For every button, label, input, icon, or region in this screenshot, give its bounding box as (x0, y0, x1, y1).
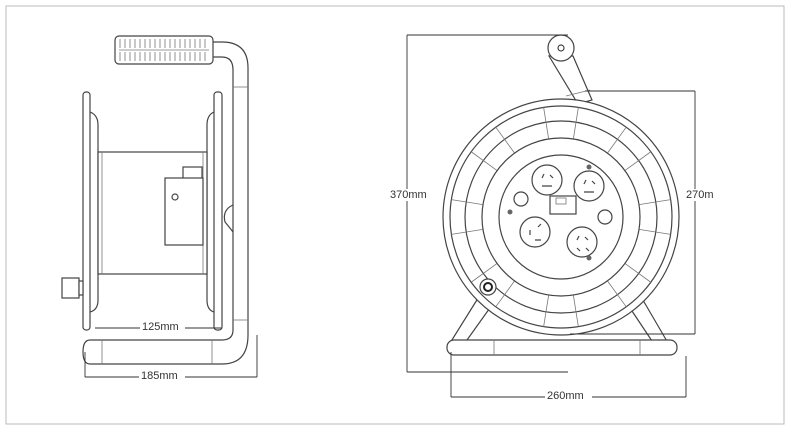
socket-box (164, 177, 204, 246)
cable-outlet-grommet (479, 278, 497, 296)
height-dimension-label: 370mm (388, 189, 429, 201)
handle-frame-tube (82, 41, 249, 365)
front-view (406, 34, 696, 398)
frame-border (5, 5, 785, 425)
reel-diameter-dimension-label: 270m (684, 189, 716, 201)
handle-arm (547, 55, 593, 105)
indicator-button (513, 191, 529, 207)
screw-icon (171, 193, 179, 201)
width-dimension-label: 185mm (139, 370, 180, 382)
socket-cover (182, 166, 203, 180)
left-flange (82, 91, 91, 331)
indicator-button (597, 209, 613, 225)
depth-dimension-label: 125mm (140, 321, 181, 333)
side-view (61, 35, 258, 378)
crank-knob (61, 277, 80, 299)
base-bar (446, 339, 678, 356)
socket-outlet (566, 226, 598, 258)
handle-knob (547, 34, 575, 62)
handle-grip (114, 35, 214, 65)
socket-outlet (573, 170, 605, 202)
base-width-dimension-label: 260mm (545, 390, 586, 402)
right-flange (213, 91, 223, 331)
circuit-breaker-switch (549, 195, 577, 215)
socket-outlet (519, 216, 551, 248)
socket-outlet (531, 164, 563, 196)
